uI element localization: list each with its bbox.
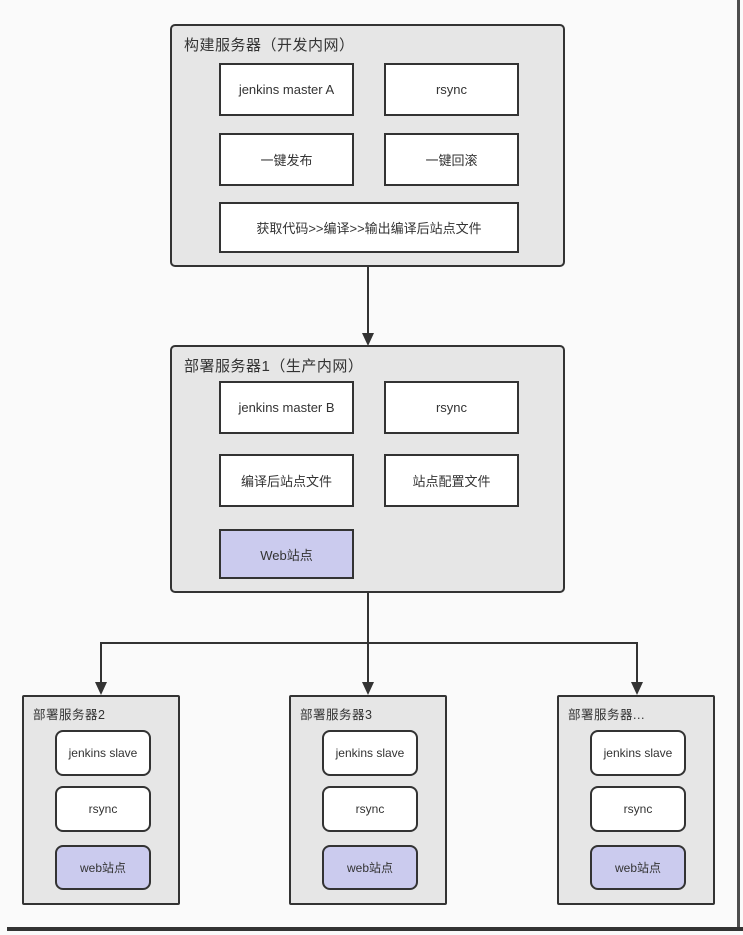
build-server-title: 构建服务器（开发内网） (184, 37, 355, 54)
deploy-node-2-title: 部署服务器2 (33, 708, 106, 722)
rsync-box: rsync (590, 786, 686, 832)
deploy-node-n-group: 部署服务器... jenkins slave rsync web站点 (557, 695, 715, 905)
build-rsync-box: rsync (384, 63, 519, 116)
jenkins-slave-box: jenkins slave (590, 730, 686, 776)
one-click-publish-box: 一键发布 (219, 133, 354, 186)
rsync-box: rsync (322, 786, 418, 832)
web-site-box: web站点 (590, 845, 686, 890)
rsync-box: rsync (55, 786, 151, 832)
pipeline-box: 获取代码>>编译>>输出编译后站点文件 (219, 202, 519, 253)
compiled-site-files-box: 编译后站点文件 (219, 454, 354, 507)
deploy-node-3-group: 部署服务器3 jenkins slave rsync web站点 (289, 695, 447, 905)
jenkins-master-b-box: jenkins master B (219, 381, 354, 434)
deploy-server1-group: 部署服务器1（生产内网） jenkins master B rsync 编译后站… (170, 345, 565, 593)
window-right-border (737, 0, 740, 931)
one-click-rollback-box: 一键回滚 (384, 133, 519, 186)
deploy1-rsync-box: rsync (384, 381, 519, 434)
web-site-box: web站点 (322, 845, 418, 890)
web-site-box: web站点 (55, 845, 151, 890)
deploy-server1-title: 部署服务器1（生产内网） (184, 358, 364, 375)
site-config-files-box: 站点配置文件 (384, 454, 519, 507)
deploy-node-3-title: 部署服务器3 (300, 708, 373, 722)
build-server-group: 构建服务器（开发内网） jenkins master A rsync 一键发布 … (170, 24, 565, 267)
jenkins-master-a-box: jenkins master A (219, 63, 354, 116)
deploy-node-2-group: 部署服务器2 jenkins slave rsync web站点 (22, 695, 180, 905)
web-site-box: Web站点 (219, 529, 354, 579)
jenkins-slave-box: jenkins slave (55, 730, 151, 776)
window-bottom-border (7, 927, 743, 931)
deploy-node-n-title: 部署服务器... (568, 708, 645, 722)
jenkins-slave-box: jenkins slave (322, 730, 418, 776)
